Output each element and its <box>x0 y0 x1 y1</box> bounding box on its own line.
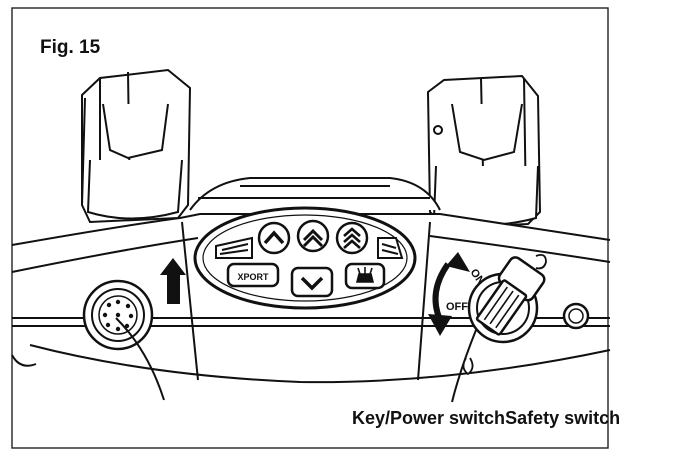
right-grip <box>426 74 542 230</box>
safety-switch-leader-line <box>576 328 604 400</box>
speed-down-button[interactable] <box>215 236 253 259</box>
figure-label: Fig. 15 <box>40 37 101 58</box>
figure-border <box>11 7 609 449</box>
horn-button[interactable] <box>344 262 386 290</box>
safety-switch-label: Safety switch <box>505 408 621 428</box>
double-chevron-up-icon <box>302 228 324 248</box>
key-power-switch-label: Key/Power switch <box>352 408 506 428</box>
forward-fast-button[interactable] <box>296 219 330 253</box>
panel-body <box>11 177 611 384</box>
small-plug <box>462 357 474 376</box>
callout-labels: Key/Power switchSafety switch <box>352 408 620 429</box>
charger-port-leader-line <box>115 317 165 401</box>
off-label: OFF <box>446 301 468 313</box>
insert-direction-arrow-icon <box>160 258 186 304</box>
reverse-button[interactable] <box>290 266 334 298</box>
left-grip <box>81 68 192 224</box>
forward-button[interactable] <box>257 221 291 255</box>
horn-icon <box>355 267 375 283</box>
xport-button[interactable]: XPORT <box>226 262 280 288</box>
chevron-down-icon <box>300 276 324 291</box>
forward-max-button[interactable] <box>335 221 369 255</box>
safety-switch[interactable] <box>562 302 590 330</box>
xport-label: XPORT <box>237 272 269 282</box>
keypad: XPORT <box>193 206 417 310</box>
key-switch-leader-line <box>451 329 477 403</box>
key-power-switch[interactable] <box>467 253 547 344</box>
triple-chevron-up-icon <box>343 227 361 249</box>
charger-port <box>82 279 154 351</box>
speed-up-button[interactable] <box>377 237 404 259</box>
rotation-arrow-icon <box>428 252 470 336</box>
chevron-up-icon <box>263 230 285 245</box>
